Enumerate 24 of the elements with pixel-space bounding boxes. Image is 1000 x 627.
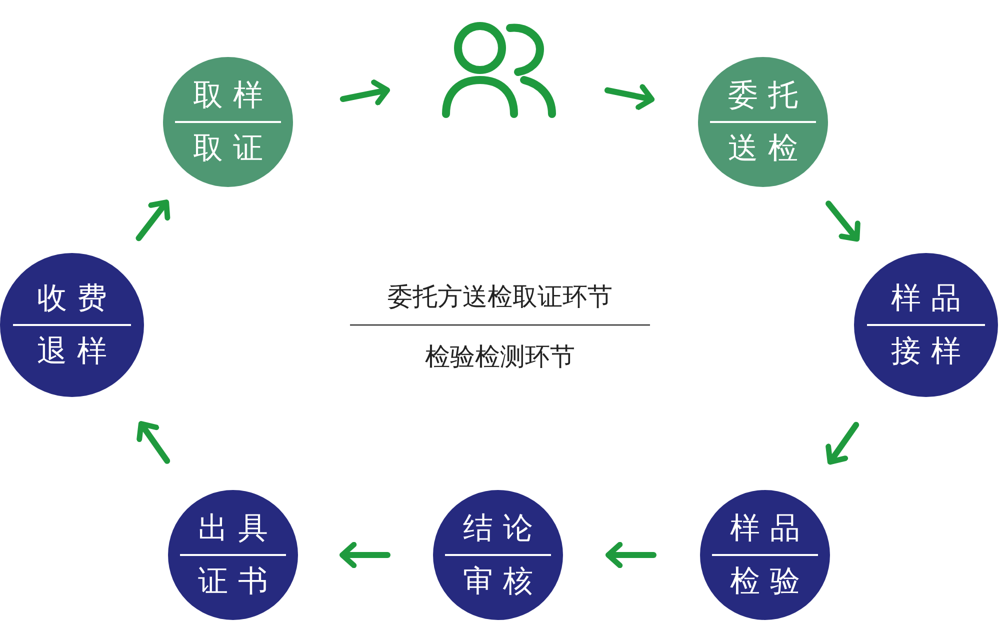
arrow	[340, 80, 390, 106]
arrow	[605, 542, 656, 568]
arrow	[136, 421, 170, 464]
arrow	[604, 84, 655, 110]
arrow	[339, 542, 390, 568]
step-text: 样品	[890, 280, 971, 318]
arrow	[826, 200, 860, 242]
arrow	[826, 422, 860, 465]
step-text: 送检	[727, 130, 808, 168]
step-text: 取证	[192, 130, 273, 168]
step-text: 结论	[462, 510, 543, 548]
step-text: 检验	[729, 562, 810, 601]
step-text: 审核	[462, 562, 543, 601]
step-text: 取样	[192, 77, 273, 116]
step-text: 出具	[197, 510, 278, 548]
step-text: 样品	[729, 510, 810, 548]
step-text: 接样	[890, 332, 971, 371]
center-caption: 委托方送检取证环节	[388, 281, 612, 313]
arrow	[136, 200, 170, 242]
center-caption: 检验检测环节	[425, 341, 575, 373]
step-text: 收费	[36, 280, 117, 318]
step-text: 委托	[727, 77, 808, 116]
step-text: 证书	[197, 562, 278, 601]
step-text: 退样	[36, 332, 117, 371]
